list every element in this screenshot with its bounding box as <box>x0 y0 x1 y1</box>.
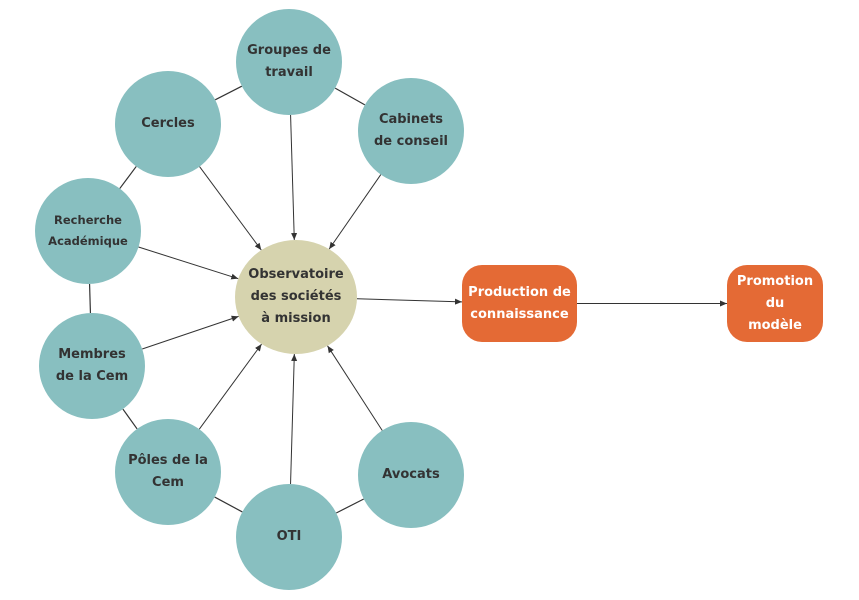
link-recherche-to-cercles <box>119 166 137 189</box>
recherche-academique-label: Recherche Académique <box>48 213 128 248</box>
link-poles-to-membres <box>122 408 138 430</box>
membres-de-la-cem-label: Membres de la Cem <box>55 347 129 384</box>
cercles-node[interactable]: Cercles <box>115 71 221 177</box>
production-de-connaissance-node[interactable]: Production de connaissance <box>462 265 577 342</box>
oti-node[interactable]: OTI <box>236 484 342 590</box>
poles-de-la-cem-label: Pôles de la Cem <box>128 453 208 490</box>
arrow-membres-to-observatoire <box>142 315 239 350</box>
arrow-cercles-to-observatoire <box>199 166 262 251</box>
arrow-recherche-to-observatoire <box>138 246 239 280</box>
promotion-du-modele-label: Promotion du modèle <box>736 273 814 333</box>
poles-de-la-cem-node[interactable]: Pôles de la Cem <box>115 419 221 525</box>
recherche-academique-node[interactable]: Recherche Académique <box>35 178 141 284</box>
avocats-label: Avocats <box>382 467 440 482</box>
arrow-groupes-to-observatoire <box>290 114 298 241</box>
avocats-node[interactable]: Avocats <box>358 422 464 528</box>
link-avocats-to-oti <box>335 498 365 514</box>
arrow-oti-to-observatoire <box>290 353 298 485</box>
groupes-de-travail-node[interactable]: Groupes de travail <box>236 9 342 115</box>
cabinets-de-conseil-node[interactable]: Cabinets de conseil <box>358 78 464 184</box>
arrow-poles-to-observatoire <box>198 343 262 430</box>
cabinets-de-conseil-label: Cabinets de conseil <box>373 112 448 149</box>
arrow-observatoire-to-production <box>356 298 463 305</box>
promotion-du-modele-node[interactable]: Promotion du modèle <box>727 265 823 342</box>
observatoire-node[interactable]: Observatoire des sociétés à mission <box>235 240 357 354</box>
observatoire-label: Observatoire des sociétés à mission <box>248 267 344 326</box>
membres-de-la-cem-node[interactable]: Membres de la Cem <box>39 313 145 419</box>
link-groupes-to-cabinets <box>334 87 366 106</box>
groupes-de-travail-label: Groupes de travail <box>247 43 331 80</box>
arrow-avocats-to-observatoire <box>327 345 383 431</box>
link-membres-to-recherche <box>88 283 92 314</box>
link-oti-to-poles <box>214 496 243 513</box>
arrow-cabinets-to-observatoire <box>328 174 382 250</box>
link-cercles-to-groupes <box>214 85 243 101</box>
cercles-label: Cercles <box>141 116 195 131</box>
oti-label: OTI <box>276 529 302 544</box>
production-de-connaissance-label: Production de connaissance <box>468 284 571 322</box>
